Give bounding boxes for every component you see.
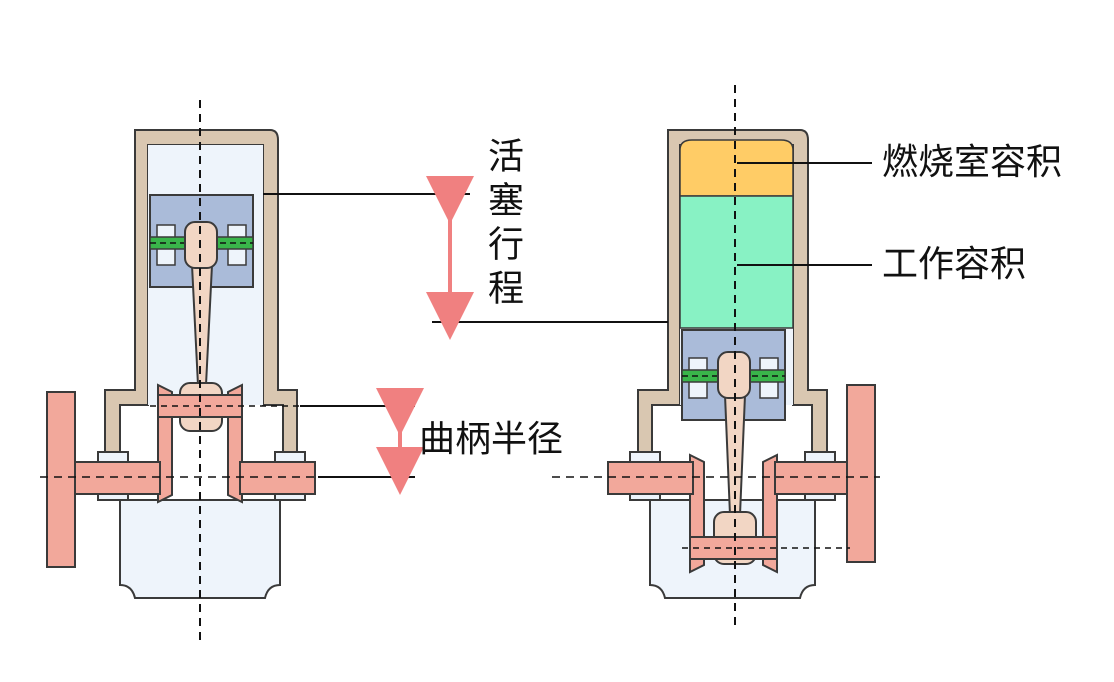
combustion-chamber-region bbox=[679, 139, 794, 197]
left-flange-right bbox=[274, 451, 306, 463]
right-flange-right bbox=[804, 451, 836, 463]
crank-radius-label: 曲柄半径 bbox=[419, 419, 564, 460]
left-flywheel bbox=[46, 391, 76, 568]
left-cylinder-wall bbox=[104, 129, 298, 456]
right-flange-left bbox=[629, 451, 661, 463]
piston-stroke-label: 活塞行程 bbox=[482, 137, 523, 313]
combustion-chamber-volume-label: 燃烧室容积 bbox=[882, 142, 1063, 183]
left-engine bbox=[40, 100, 318, 640]
right-main-shaft-l bbox=[607, 461, 694, 495]
right-flywheel bbox=[846, 384, 876, 563]
annotations bbox=[263, 162, 872, 495]
right-cylinder-wall bbox=[637, 129, 828, 456]
right-crank-pin bbox=[689, 536, 778, 560]
working-volume-region bbox=[679, 195, 794, 329]
left-main-shaft-r bbox=[239, 461, 316, 495]
left-main-shaft-l bbox=[74, 461, 161, 495]
left-flange-left bbox=[97, 451, 129, 463]
working-volume-label: 工作容积 bbox=[882, 244, 1027, 285]
right-engine bbox=[552, 85, 880, 625]
right-main-shaft-r bbox=[774, 461, 848, 495]
